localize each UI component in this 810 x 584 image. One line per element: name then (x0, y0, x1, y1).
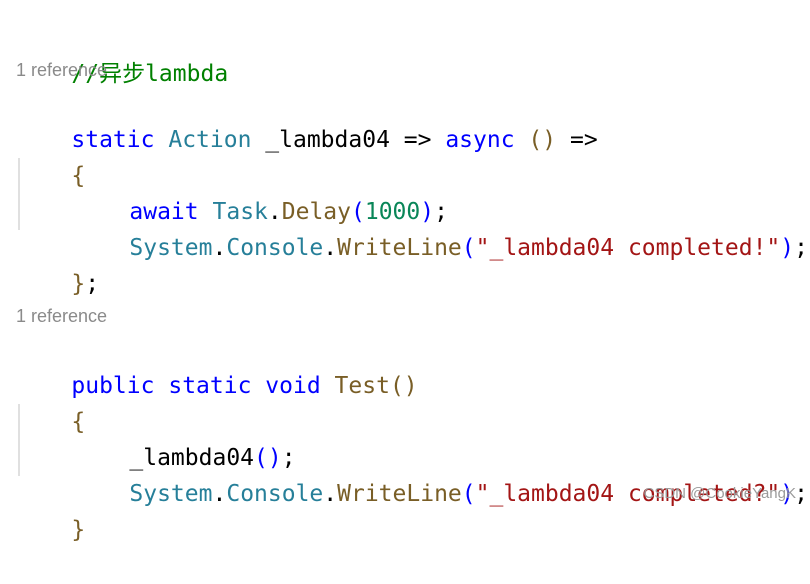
keyword-static: static (168, 373, 252, 399)
semicolon: ; (434, 199, 448, 225)
code-line-invoke: _lambda04(); (74, 404, 295, 471)
code-line-open-brace: { (16, 122, 85, 189)
space (515, 127, 529, 153)
type-task: Task (212, 199, 268, 225)
indent-guide (18, 158, 20, 230)
open-brace: { (71, 163, 86, 189)
lambda-parens: () (528, 127, 557, 153)
code-line-await: await Task.Delay(1000); (74, 158, 448, 225)
paren-open: ( (461, 481, 476, 507)
close-brace: } (71, 517, 86, 543)
keyword-await: await (129, 199, 199, 225)
code-line-method-signature: public static void Test() (16, 332, 417, 399)
dot: . (212, 481, 227, 507)
paren-open: ( (351, 199, 365, 225)
code-line-writeline-2: System.Console.WriteLine("_lambda04 comp… (74, 440, 808, 507)
semicolon: ; (794, 235, 808, 261)
method-parens: () (389, 373, 418, 399)
code-comment: //异步lambda (71, 61, 229, 87)
space (154, 373, 168, 399)
open-brace: { (71, 409, 86, 435)
semicolon: ; (85, 271, 100, 297)
string-literal: "_lambda04 completed!" (475, 235, 781, 261)
number-literal: 1000 (364, 199, 421, 225)
lambda-arrow: => (556, 127, 598, 153)
keyword-void: void (265, 373, 321, 399)
dot: . (267, 199, 282, 225)
code-line-writeline-1: System.Console.WriteLine("_lambda04 comp… (74, 194, 808, 261)
semicolon: ; (281, 445, 296, 471)
field-name: _lambda04 (129, 445, 255, 471)
paren-close: ) (780, 481, 795, 507)
type-console: Console (226, 235, 324, 261)
code-line-declaration: static Action _lambda04 => async () => (16, 86, 597, 153)
method-test: Test (334, 373, 390, 399)
paren-open: ( (461, 235, 476, 261)
code-line-close-brace: }; (16, 230, 99, 297)
code-line-close-brace: } (16, 476, 85, 543)
keyword-async: async (445, 127, 515, 153)
indent-guide (18, 404, 20, 476)
namespace-system: System (129, 235, 213, 261)
dot: . (323, 235, 338, 261)
keyword-public: public (71, 373, 155, 399)
keyword-static: static (71, 127, 155, 153)
code-line-open-brace: { (16, 368, 85, 435)
space (321, 373, 335, 399)
dot: . (323, 481, 338, 507)
type-action: Action (168, 127, 252, 153)
close-brace: } (71, 271, 86, 297)
watermark: CSDN @CookieYangK (643, 485, 796, 502)
namespace-system: System (129, 481, 213, 507)
space (154, 127, 168, 153)
space (251, 373, 265, 399)
type-console: Console (226, 481, 324, 507)
codelens-references[interactable]: 1 reference (16, 60, 108, 80)
dot: . (212, 235, 227, 261)
lambda-arrow: => (389, 127, 446, 153)
paren-close: ) (780, 235, 795, 261)
invoke-parens: () (254, 445, 282, 471)
code-editor: //异步lambda 1 reference static Action _la… (16, 0, 808, 543)
space (251, 127, 265, 153)
semicolon: ; (794, 481, 808, 507)
paren-close: ) (420, 199, 435, 225)
method-delay: Delay (281, 199, 351, 225)
method-writeline: WriteLine (337, 235, 462, 261)
codelens-references[interactable]: 1 reference (16, 306, 108, 326)
string-literal: "_lambda04 completed?" (475, 481, 781, 507)
field-name: _lambda04 (265, 127, 390, 153)
code-line-comment: //异步lambda (16, 20, 228, 87)
method-writeline: WriteLine (337, 481, 462, 507)
